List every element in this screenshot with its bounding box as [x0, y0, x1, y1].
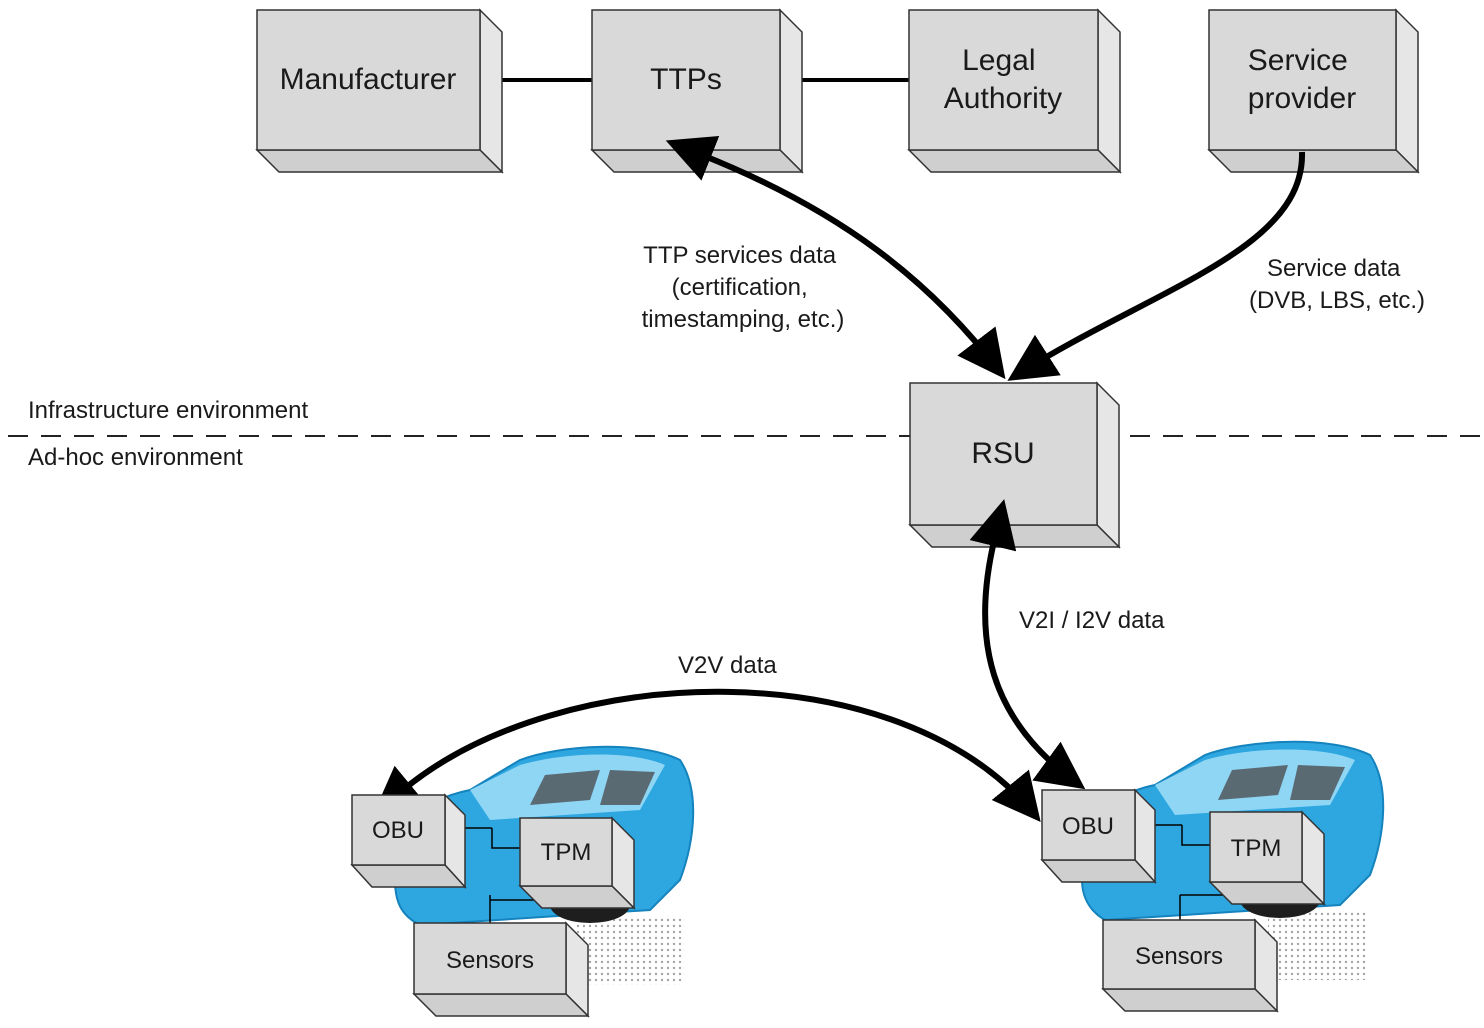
ttps-box: TTPs [590, 8, 804, 174]
right-sensors-label: Sensors [1135, 943, 1223, 970]
left-tpm-box: TPM [518, 816, 636, 910]
right-tpm-box: TPM [1208, 810, 1326, 906]
left-sensors-label: Sensors [446, 947, 534, 974]
service-data-arrow [1007, 151, 1306, 381]
left-car-shadow [575, 915, 685, 985]
service-provider-box: Service provider [1207, 8, 1420, 174]
ttp-services-data-label: TTP services data (certification, timest… [642, 242, 845, 333]
manufacturer-box: Manufacturer [255, 8, 504, 174]
right-sensors-box: Sensors [1101, 918, 1279, 1013]
infrastructure-environment-label: Infrastructure environment [28, 397, 308, 424]
ttp-services-arrow [665, 136, 1006, 380]
left-obu-label: OBU [372, 817, 424, 844]
legal-authority-label: Legal Authority [944, 44, 1062, 115]
right-vehicle: OBU TPM Sensors [1040, 740, 1385, 1013]
service-provider-label: Service provider [1248, 44, 1356, 115]
legal-authority-box: Legal Authority [907, 8, 1122, 174]
right-obu-box: OBU [1040, 788, 1157, 884]
ttps-label: TTPs [650, 63, 722, 96]
rsu-label: RSU [971, 437, 1034, 470]
left-vehicle: OBU TPM Sensors [350, 745, 695, 1018]
right-car-shadow [1268, 910, 1368, 980]
v2v-data-label: V2V data [678, 652, 777, 679]
v2i-data-label: V2I / I2V data [1019, 607, 1165, 634]
v2i-arrow [969, 499, 1086, 790]
left-sensors-box: Sensors [412, 921, 590, 1018]
rsu-box: RSU [908, 381, 1121, 549]
right-obu-label: OBU [1062, 813, 1114, 840]
v2v-arrow [372, 688, 1041, 822]
manufacturer-label: Manufacturer [280, 63, 457, 96]
left-obu-box: OBU [350, 793, 467, 889]
left-tpm-label: TPM [541, 839, 592, 866]
adhoc-environment-label: Ad-hoc environment [28, 444, 243, 471]
service-data-label: Service data (DVB, LBS, etc.) [1249, 255, 1425, 314]
right-tpm-label: TPM [1231, 835, 1282, 862]
